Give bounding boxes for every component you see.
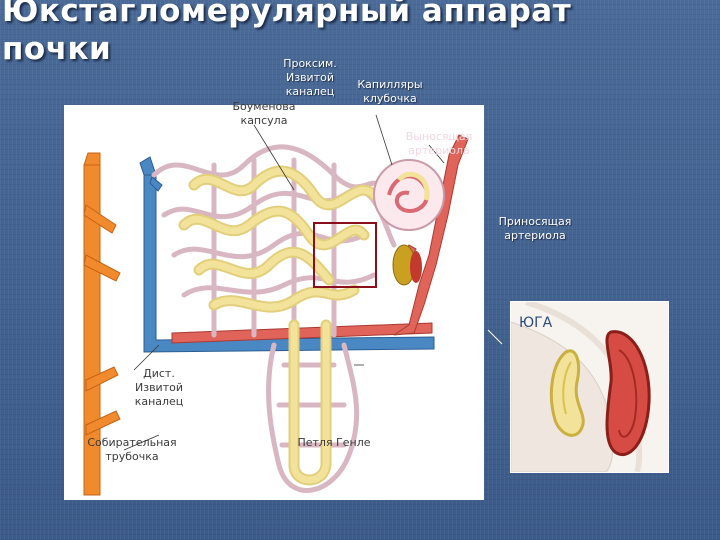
nephron-diagram-panel: Боуменова капсула Выносящая артериола Ди…: [64, 100, 484, 500]
label-loop-of-henle: Петля Генле: [297, 436, 371, 449]
label-bowman-capsule: Боуменова капсула: [232, 100, 296, 127]
glomerulus-shape: [373, 159, 445, 231]
jga-inset-label: ЮГА: [519, 315, 553, 331]
highlight-box: [313, 222, 377, 288]
inset-pointer: [487, 329, 503, 345]
collecting-duct-shape: [83, 152, 121, 496]
convoluted-tubules-fill: [180, 167, 378, 484]
label-distal-tubule: Дист. Извитой каналец: [134, 367, 184, 408]
label-collecting-duct: Собирательная трубочка: [87, 436, 177, 463]
jga-inset-illustration: [511, 302, 651, 472]
jga-inset: ЮГА: [510, 301, 669, 473]
leader-lines: [123, 114, 445, 451]
label-efferent-arteriole: Выносящая артериола: [405, 130, 473, 157]
nephron-diagram: [83, 114, 469, 496]
slide-title: Юкстагломерулярный аппарат почки: [2, 0, 572, 67]
label-glomerular-capillaries: Капилляры клубочка: [357, 78, 423, 105]
label-proximal-tubule: Проксим. Извитой каналец: [283, 57, 337, 98]
label-afferent-arteriole: Приносящая артериола: [498, 215, 572, 242]
juxtaglomerular-cells: [392, 244, 422, 286]
